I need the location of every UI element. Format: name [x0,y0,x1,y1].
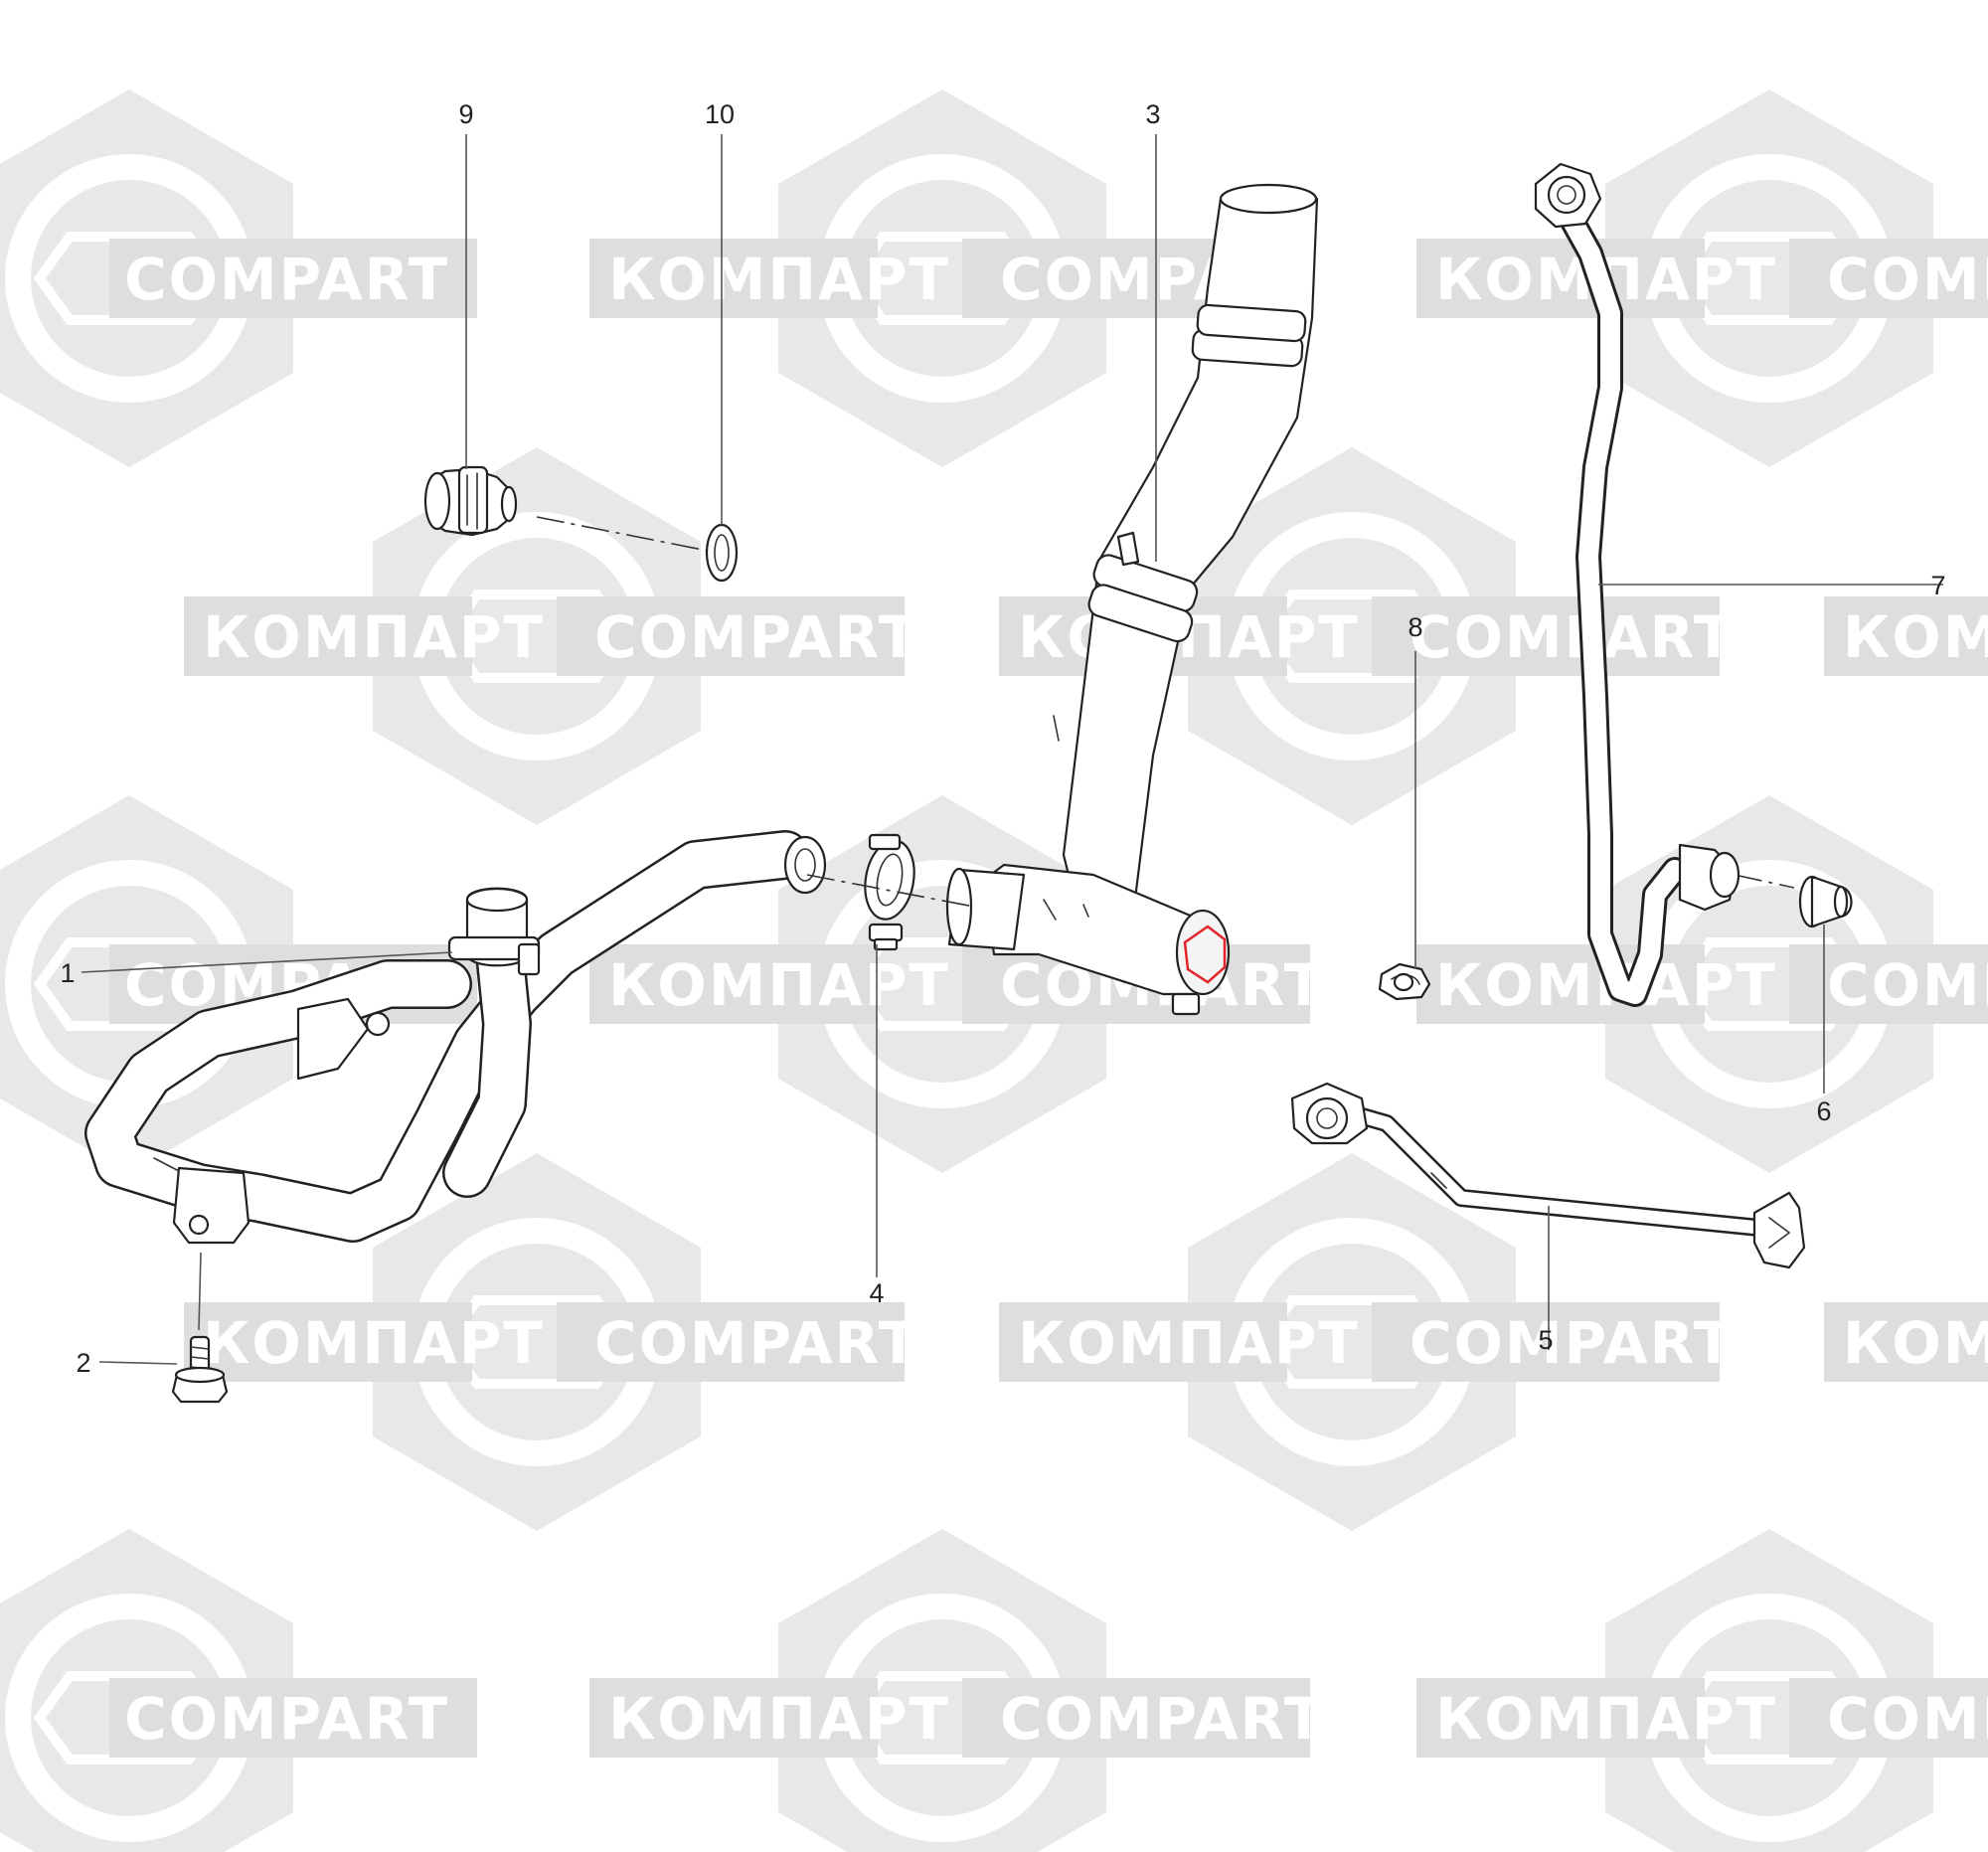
watermark-tile: COMPART [0,89,477,467]
watermark-text: COMPART [1827,951,1988,1019]
watermark-text: COMPART [1827,246,1988,313]
watermark-text: КОМПАРТ [1018,1309,1360,1377]
watermark-layer: COMPART КОМПАРТ COMPART КОМПАРТ COMPART [0,89,1988,1852]
part-1-coolant-pipe[interactable] [84,830,827,1245]
part-9-fitting-plug[interactable] [423,465,518,537]
part-2-bolt[interactable] [171,1335,229,1404]
part-3-upper-hose[interactable] [945,183,1319,1016]
watermark-tile: КОМПАРТ COMPART КОМПАРТ [999,1153,1988,1531]
watermark-text: КОМПАРТ [1843,603,1988,671]
watermark-tile: КОМПАРТ COMPART [1416,1529,1988,1852]
callout-3: 3 [1145,99,1160,129]
watermark-text: COMPART [1000,1685,1325,1753]
watermark-text: КОМПАРТ [203,1309,545,1377]
watermark-text: КОМПАРТ [608,246,950,313]
callout-2: 2 [76,1348,90,1378]
assembly-line [806,874,975,908]
callout-6: 6 [1816,1096,1831,1126]
part-6-fitting[interactable] [1798,875,1853,928]
callout-9: 9 [458,99,473,129]
part-5-small-pipe[interactable] [1290,1082,1806,1269]
watermark-text: COMPART [124,246,449,313]
watermark-text: КОМПАРТ [1843,1309,1988,1377]
callout-5: 5 [1538,1325,1553,1355]
callout-4: 4 [869,1278,884,1308]
callout-labels: 1 2 3 4 5 6 7 8 9 10 [60,99,1945,1378]
part-7-long-pipe[interactable] [1534,162,1740,1007]
leader-lines [81,134,1943,1365]
part-8-clip[interactable] [1378,962,1431,1001]
watermark-tile: КОМПАРТ COMPART [184,1153,919,1531]
watermark-text: COMPART [1409,1309,1735,1377]
watermark-text: КОМПАРТ [203,603,545,671]
callout-8: 8 [1408,612,1422,642]
watermark-text: COMPART [1827,1685,1988,1753]
part-4-clamp[interactable] [859,833,919,951]
watermark-tile: КОМПАРТ COMPART [1416,89,1988,467]
callout-1: 1 [60,958,75,988]
highlighted-hex-plug [1183,925,1227,984]
watermark-text: КОМПАРТ [608,951,950,1019]
assembly-line [1734,874,1795,889]
callout-10: 10 [705,99,735,129]
watermark-tile: КОМПАРТ COMPART [589,1529,1325,1852]
callout-7: 7 [1930,571,1945,600]
watermark-tile: КОМПАРТ COMPART [184,447,919,825]
watermark-text: COMPART [1409,603,1735,671]
watermark-text: COMPART [594,1309,919,1377]
assembly-line [536,516,709,552]
part-10-sealing-ring[interactable] [705,523,739,583]
watermark-text: COMPART [124,1685,449,1753]
watermark-text: КОМПАРТ [608,1685,950,1753]
watermark-tile: COMPART [0,1529,477,1852]
watermark-text: КОМПАРТ [1435,1685,1777,1753]
watermark-text: COMPART [594,603,919,671]
